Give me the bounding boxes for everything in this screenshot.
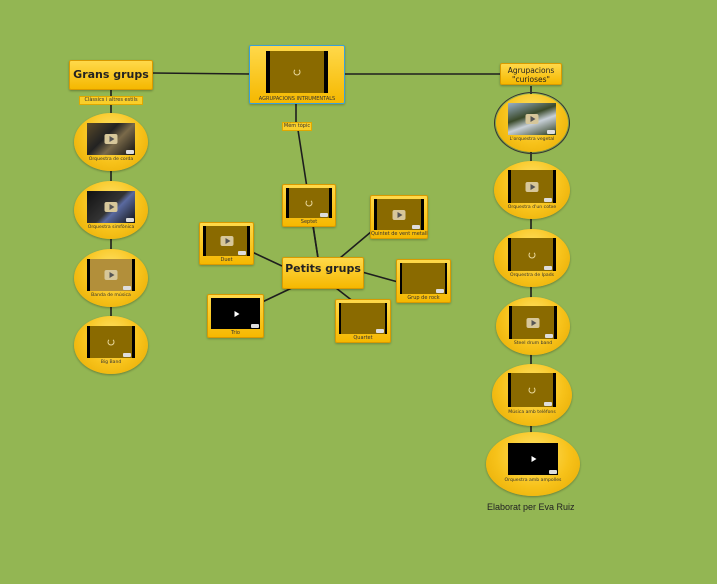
center-topic-label: AGRUPACIONS INTRUMENTALS bbox=[258, 96, 336, 102]
quartet-node[interactable]: Quartet bbox=[335, 299, 391, 343]
center-video-thumb[interactable] bbox=[266, 51, 328, 93]
right-item-label: Orquestra amb ampolles bbox=[504, 478, 562, 483]
left-item-3[interactable]: Banda de música bbox=[74, 249, 148, 307]
quintet-thumb[interactable] bbox=[374, 199, 424, 230]
link-center-left bbox=[151, 72, 251, 75]
left-item-2[interactable]: Orquestra simfònica bbox=[74, 181, 148, 239]
right-item-1[interactable]: L'orquestra vegetal bbox=[494, 92, 570, 154]
right-item-label: Orquestra de Ipads bbox=[509, 273, 555, 278]
orquestra-ipads-thumb[interactable] bbox=[508, 238, 556, 271]
orquestra-corda-thumb[interactable] bbox=[87, 123, 135, 155]
play-icon bbox=[525, 114, 539, 124]
right-item-5[interactable]: Música amb telèfons bbox=[492, 364, 572, 426]
youtube-icon bbox=[126, 218, 134, 222]
right-item-2[interactable]: Orquestra d'un cotxe bbox=[494, 161, 570, 219]
right-item-3[interactable]: Orquestra de Ipads bbox=[494, 229, 570, 287]
right-item-4[interactable]: Steel drum band bbox=[496, 297, 570, 355]
youtube-icon bbox=[126, 150, 134, 154]
musica-telefons-thumb[interactable] bbox=[508, 373, 556, 407]
link-petits-trio bbox=[257, 285, 297, 305]
left-item-label: Big Band bbox=[100, 360, 122, 365]
banda-musica-thumb[interactable] bbox=[87, 259, 135, 291]
youtube-icon bbox=[412, 225, 420, 229]
youtube-icon bbox=[547, 130, 555, 134]
right-item-6[interactable]: Orquestra amb ampolles bbox=[486, 432, 580, 496]
left-item-label: Orquestra simfònica bbox=[87, 225, 135, 230]
right-item-label: Steel drum band bbox=[513, 341, 553, 346]
grans-grups-title[interactable]: Grans grups bbox=[69, 60, 153, 90]
play-icon bbox=[220, 236, 233, 246]
small-group-label: Septet bbox=[300, 219, 318, 225]
youtube-icon bbox=[545, 334, 553, 338]
play-icon bbox=[229, 309, 242, 319]
loading-icon bbox=[305, 199, 313, 207]
play-icon bbox=[104, 202, 118, 212]
youtube-icon bbox=[376, 329, 384, 333]
youtube-icon bbox=[549, 470, 557, 474]
youtube-icon bbox=[320, 213, 328, 217]
orquestra-ampolles-thumb[interactable] bbox=[508, 443, 558, 475]
grans-grups-subtitle[interactable]: Clàssics i altres estils bbox=[79, 96, 143, 105]
left-item-label: Banda de música bbox=[91, 293, 131, 298]
left-item-label: Orquestra de corda bbox=[88, 157, 134, 162]
right-item-label: Música amb telèfons bbox=[508, 410, 556, 415]
duet-thumb[interactable] bbox=[203, 226, 250, 256]
small-group-label: Grup de rock bbox=[407, 295, 440, 301]
petits-grups-title[interactable]: Petits grups bbox=[282, 257, 364, 289]
right-item-label: Orquestra d'un cotxe bbox=[507, 205, 557, 210]
youtube-icon bbox=[544, 402, 552, 406]
youtube-icon bbox=[123, 353, 131, 357]
small-group-label: Quartet bbox=[353, 335, 373, 341]
duet-node[interactable]: Duet bbox=[199, 222, 254, 265]
play-icon bbox=[104, 134, 118, 144]
orquestra-vegetal-thumb[interactable] bbox=[508, 103, 556, 135]
orquestra-cotxe-thumb[interactable] bbox=[508, 170, 556, 203]
left-item-4[interactable]: Big Band bbox=[74, 316, 148, 374]
loading-icon bbox=[528, 251, 536, 258]
septet-node[interactable]: Septet bbox=[282, 184, 336, 227]
loading-icon bbox=[107, 338, 115, 346]
center-sub-label[interactable]: Mém tòpic bbox=[282, 122, 312, 131]
youtube-icon bbox=[544, 266, 552, 270]
youtube-icon bbox=[238, 251, 246, 255]
play-icon bbox=[526, 317, 540, 328]
trio-node[interactable]: Trio bbox=[207, 294, 264, 338]
small-group-label: Duet bbox=[220, 257, 233, 263]
youtube-icon bbox=[251, 324, 259, 328]
small-group-label: Trio bbox=[231, 330, 240, 336]
youtube-icon bbox=[436, 289, 444, 293]
grup-rock-thumb[interactable] bbox=[400, 263, 447, 294]
trio-thumb[interactable] bbox=[211, 298, 260, 329]
youtube-icon bbox=[123, 286, 131, 290]
play-icon bbox=[392, 209, 406, 220]
left-item-1[interactable]: Orquestra de corda bbox=[74, 113, 148, 171]
right-item-label: L'orquestra vegetal bbox=[509, 137, 555, 142]
credit-text: Elaborat per Eva Ruiz bbox=[487, 502, 575, 512]
grup-rock-node[interactable]: Grup de rock bbox=[396, 259, 451, 303]
link-petits-duet bbox=[251, 251, 283, 267]
steel-drum-thumb[interactable] bbox=[509, 306, 557, 339]
play-icon bbox=[104, 270, 118, 280]
loading-icon bbox=[528, 386, 536, 394]
play-icon bbox=[525, 181, 539, 192]
play-icon bbox=[527, 454, 540, 464]
small-group-label: Quintet de vent metall bbox=[371, 231, 428, 237]
big-band-thumb[interactable] bbox=[87, 326, 135, 358]
loading-icon bbox=[293, 68, 301, 76]
youtube-icon bbox=[544, 198, 552, 202]
quintet-node[interactable]: Quintet de vent metall bbox=[370, 195, 428, 239]
agrupacions-curioses-title[interactable]: Agrupacions "curioses" bbox=[500, 63, 562, 85]
quartet-thumb[interactable] bbox=[339, 303, 387, 334]
septet-thumb[interactable] bbox=[286, 188, 332, 218]
center-topic-node[interactable]: AGRUPACIONS INTRUMENTALS bbox=[249, 45, 345, 104]
link-petits-rock bbox=[361, 271, 399, 283]
orquestra-simfonica-thumb[interactable] bbox=[87, 191, 135, 223]
